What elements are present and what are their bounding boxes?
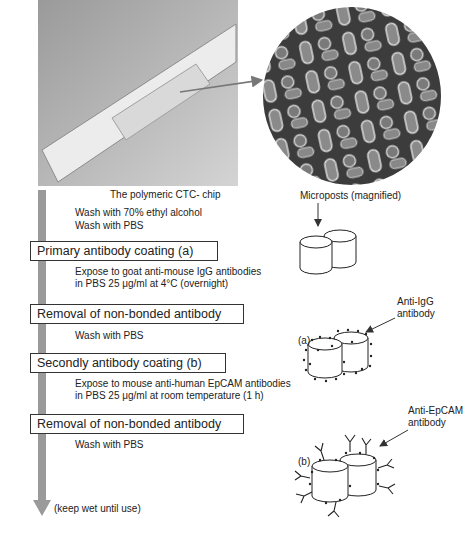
annotation-text: Wash with PBS: [75, 439, 144, 451]
micropost-photo: [243, 0, 463, 205]
glass-slide: [42, 24, 236, 182]
annotation-text: (a): [298, 335, 310, 347]
micropost-cylinders: [300, 230, 356, 274]
chip-chamber: [112, 64, 210, 140]
flow-connector: [42, 324, 43, 353]
flow-connector: [42, 373, 43, 414]
chip-photo: [38, 0, 238, 186]
magnify-pointer: [180, 80, 262, 92]
process-box: Secondly antibody coating (b): [30, 353, 226, 373]
flow-arrowhead: [33, 500, 51, 516]
leader-arrow: [366, 318, 395, 332]
anti-epcam-antibodies: [295, 435, 395, 517]
annotation-text: (keep wet until use): [54, 503, 141, 515]
anti-epcam-dots: [309, 452, 379, 504]
annotation-text: Wash with 70% ethyl alcohol: [75, 207, 202, 219]
annotation-text: Expose to mouse anti-human EpCAM antibod…: [75, 378, 295, 402]
box-text: Secondly antibody coating (b): [37, 356, 202, 370]
annotation-text: Anti-EpCAM antibody: [408, 405, 470, 429]
process-box: Primary antibody coating (a): [30, 241, 218, 261]
leader-arrow: [318, 203, 319, 226]
anti-igg-dots: [303, 329, 372, 382]
annotation-text: Expose to goat anti-mouse IgG antibodies…: [75, 266, 267, 290]
coated-cylinders-a: [308, 332, 368, 378]
box-text: Removal of non-bonded antibody: [37, 417, 221, 431]
annotation-text: Microposts (magnified): [300, 190, 401, 202]
flow-bar: [38, 433, 46, 501]
box-text: Primary antibody coating (a): [37, 244, 193, 258]
process-box: Removal of non-bonded antibody: [30, 304, 244, 324]
annotation-text: Wash with PBS: [75, 220, 144, 232]
leader-arrow: [380, 430, 408, 446]
annotation-text: (b): [298, 456, 310, 468]
coated-cylinders-b: [312, 454, 376, 502]
box-text: Removal of non-bonded antibody: [37, 307, 221, 321]
process-box: Removal of non-bonded antibody: [30, 414, 244, 434]
magnify-circle: [262, 6, 442, 186]
flow-connector: [42, 261, 43, 304]
flow-bar: [38, 190, 46, 242]
annotation-text: Wash with PBS: [75, 330, 144, 342]
annotation-text: The polymeric CTC- chip: [110, 189, 221, 201]
annotation-text: Anti-IgG antibody: [397, 296, 447, 320]
